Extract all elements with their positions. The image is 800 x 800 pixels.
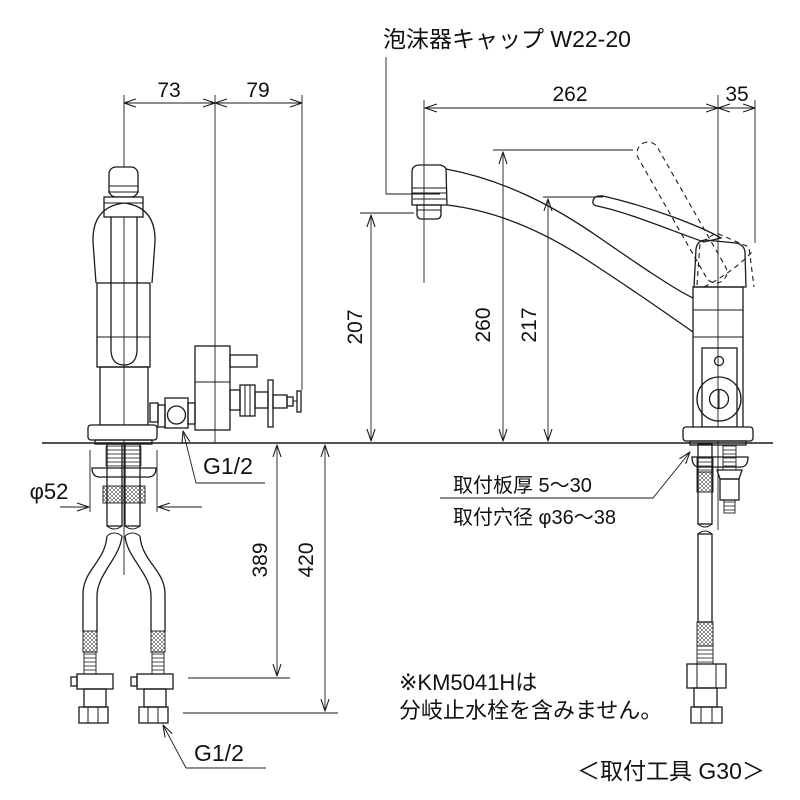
aerator-cap <box>416 204 442 220</box>
side-lever-handle <box>592 195 747 288</box>
note-line2: 分岐止水栓を含みません。 <box>399 698 662 723</box>
side-lever-raised-dashed <box>636 141 755 288</box>
labels: 泡沫器キャップ W22-20 73 79 262 35 207 260 217 … <box>30 26 765 784</box>
dim-217: 217 <box>518 307 541 342</box>
hose-end-nut-right <box>138 706 169 724</box>
front-handle <box>92 166 156 366</box>
side-base-flange <box>682 426 754 442</box>
front-view-faucet <box>70 95 302 724</box>
leader-lines <box>163 57 690 769</box>
dim-79: 79 <box>246 79 269 102</box>
hose-end-nut-left <box>78 706 109 724</box>
temperature-dial <box>696 376 742 422</box>
mounting-stud <box>722 444 737 471</box>
dim-phi52: φ52 <box>30 479 69 504</box>
mounting-washer <box>91 467 157 478</box>
dim-389: 389 <box>249 542 272 577</box>
leader-mounting <box>440 452 690 499</box>
label-mounting-thickness: 取付板厚 5〜30 <box>453 474 592 497</box>
dim-260: 260 <box>472 307 495 342</box>
dim-73: 73 <box>157 79 180 102</box>
label-g12-top: G1/2 <box>203 453 253 479</box>
valve-handle-stem <box>229 354 258 368</box>
dimension-lines <box>60 95 755 714</box>
shank-threads <box>105 445 142 467</box>
dim-262: 262 <box>552 83 587 106</box>
dim-35: 35 <box>725 83 748 106</box>
note-line1: ※KM5041Hは <box>399 670 537 695</box>
leader-g12-top <box>183 431 197 484</box>
side-supply-hose <box>686 443 727 724</box>
valve-body <box>194 345 231 431</box>
front-body <box>87 282 158 445</box>
branch-stop-valve <box>149 345 302 431</box>
side-spout <box>411 164 694 333</box>
side-body <box>682 286 754 446</box>
dim-420: 420 <box>295 542 318 577</box>
front-supply-hoses <box>70 443 174 724</box>
front-base-gasket <box>94 439 153 445</box>
lock-nut <box>102 485 146 504</box>
label-mounting-hole: 取付穴径 φ36〜38 <box>453 506 616 529</box>
leader-aerator-cap <box>385 57 440 195</box>
dim-207: 207 <box>344 309 367 344</box>
label-g12-bottom: G1/2 <box>194 740 244 766</box>
side-view-faucet <box>411 95 755 724</box>
leader-g12-bottom <box>163 725 187 769</box>
front-base-flange <box>87 424 158 441</box>
side-mounting-hardware <box>691 444 749 514</box>
valve-outlet-nut <box>239 384 256 417</box>
side-hose-end-nut <box>690 706 723 724</box>
valve-outlet-flange <box>267 379 274 428</box>
mounting-bracket <box>691 456 749 468</box>
label-aerator-cap: 泡沫器キャップ W22-20 <box>383 26 631 52</box>
label-mounting-tool: ＜取付工具 G30＞ <box>577 758 765 784</box>
